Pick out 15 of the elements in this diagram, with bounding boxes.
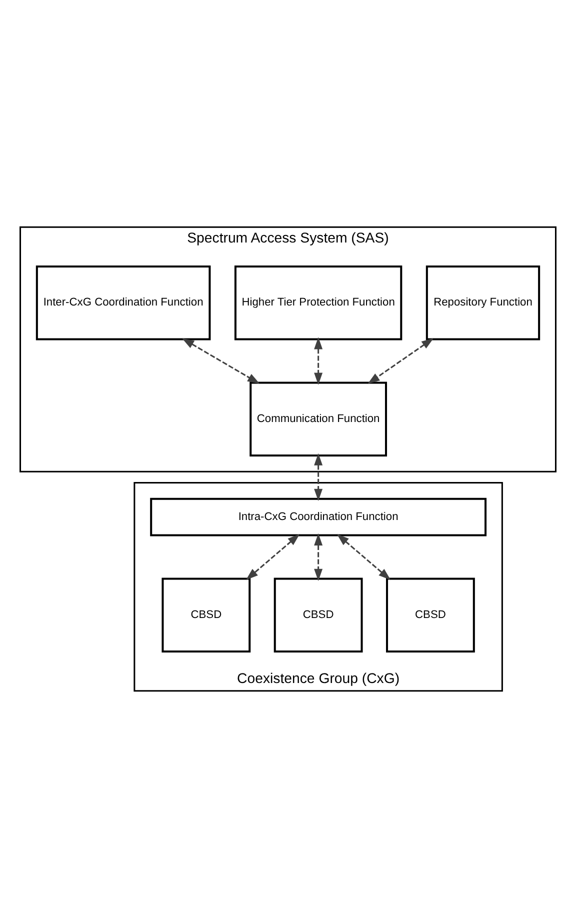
node-box: Repository Function xyxy=(426,265,540,340)
arrow xyxy=(336,534,391,580)
arrow xyxy=(314,336,323,384)
node-box: Higher Tier Protection Function xyxy=(234,265,402,340)
arrow xyxy=(314,532,323,580)
arrow xyxy=(182,338,260,384)
node-box: CBSD xyxy=(386,577,475,652)
arrow xyxy=(314,452,323,501)
node-box: CBSD xyxy=(274,577,363,652)
node-box: Communication Function xyxy=(250,381,388,456)
arrow xyxy=(246,534,300,580)
node-box: Intra-CxG Coordination Function xyxy=(150,497,487,536)
node-box: CBSD xyxy=(162,577,251,652)
arrow xyxy=(368,338,434,384)
node-box: Inter-CxG Coordination Function xyxy=(36,265,211,340)
